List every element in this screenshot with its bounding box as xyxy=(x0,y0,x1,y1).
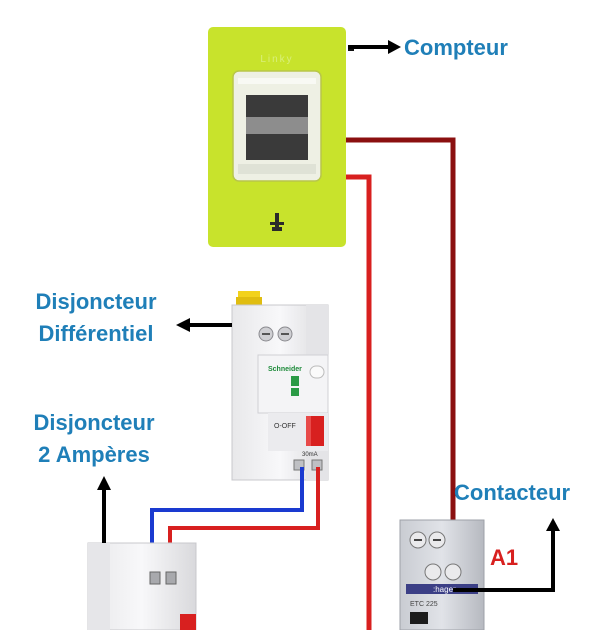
label-a1: A1 xyxy=(490,545,519,570)
label-disj-2a-line1: Disjoncteur xyxy=(33,410,155,435)
label-disjoncteur-2a: Disjoncteur 2 Ampères xyxy=(16,407,172,471)
wire-dark-red xyxy=(346,137,456,562)
label-disj-diff-line2: Différentiel xyxy=(38,321,154,346)
label-compteur: Compteur xyxy=(404,35,508,60)
breaker-brand: Schneider xyxy=(268,366,302,373)
meter-brand: Linky xyxy=(260,54,293,65)
label-disj-diff-line1: Disjoncteur xyxy=(35,289,157,314)
plug-icon xyxy=(270,213,284,231)
wire-a1-output xyxy=(453,530,555,592)
contactor: :hager ETC 225 xyxy=(399,519,485,630)
breaker-2a xyxy=(87,542,197,630)
label-disj-2a-line2: 2 Ampères xyxy=(38,442,150,467)
arrowhead-compteur xyxy=(388,40,401,54)
label-disjoncteur-differentiel: Disjoncteur Différentiel xyxy=(18,286,174,350)
breaker-rating: 30mA xyxy=(302,452,318,458)
contactor-model: ETC 225 xyxy=(410,601,438,608)
wire-red-main xyxy=(346,174,372,630)
arrowhead-differentiel xyxy=(176,318,190,332)
breaker-off-label: O-OFF xyxy=(274,423,296,430)
arrowhead-2a xyxy=(97,476,111,490)
label-contacteur: Contacteur xyxy=(454,480,571,505)
linky-meter: Linky xyxy=(208,27,354,247)
arrow-up-contacteur xyxy=(546,518,560,531)
differential-breaker: Schneider O-OFF 30mA xyxy=(231,291,329,481)
contactor-brand: :hager xyxy=(433,585,456,594)
